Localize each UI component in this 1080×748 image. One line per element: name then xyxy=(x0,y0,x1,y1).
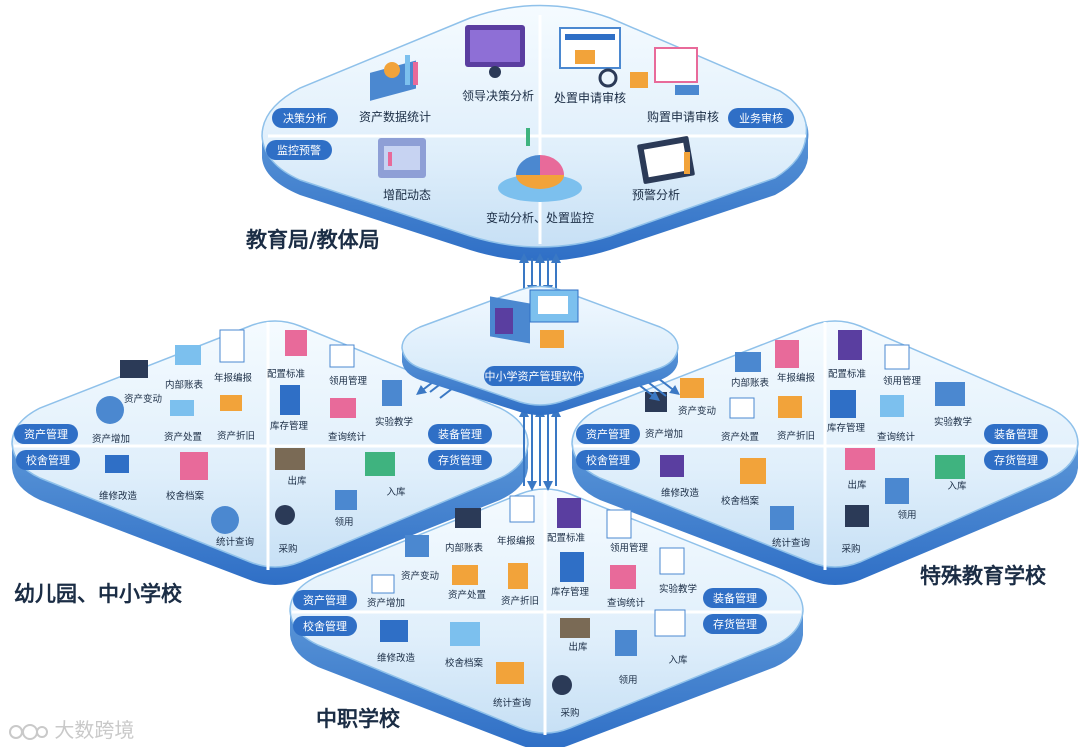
right-lab-teaching: 实验教学 xyxy=(934,416,972,428)
left-stock-mgmt: 库存管理 xyxy=(270,420,309,432)
bottom-dorm-archive: 校舍档案 xyxy=(445,657,484,669)
left-region-title: 幼儿园、中小学校 xyxy=(14,582,182,606)
bottom-config-standard: 配置标准 xyxy=(547,532,586,544)
right-repair: 维修改造 xyxy=(661,487,700,499)
hub-label: 中小学资产管理软件 xyxy=(485,369,584,383)
hub-platform xyxy=(401,285,679,415)
right-tag-dorm: 校舍管理 xyxy=(586,453,630,467)
bottom-inbound: 入库 xyxy=(668,654,688,666)
left-config-standard: 配置标准 xyxy=(267,368,306,380)
right-tag-asset: 资产管理 xyxy=(586,427,630,441)
right-config-standard: 配置标准 xyxy=(828,368,867,380)
bottom-repair: 维修改造 xyxy=(377,652,416,664)
warning-analysis-illustration xyxy=(637,136,695,184)
bottom-query-stats: 查询统计 xyxy=(607,597,646,609)
tag-monitor-warning: 监控预警 xyxy=(277,143,321,157)
left-asset-change: 资产变动 xyxy=(124,393,162,405)
bottom-tag-equip: 装备管理 xyxy=(713,591,757,605)
label-leader-decision: 领导决策分析 xyxy=(462,89,534,103)
bottom-tag-inventory: 存货管理 xyxy=(713,617,757,631)
asset-stats-illustration xyxy=(370,55,418,101)
right-outbound: 出库 xyxy=(847,479,867,491)
leader-decision-illustration xyxy=(465,25,525,78)
bottom-outbound: 出库 xyxy=(568,641,588,653)
bottom-tag-asset: 资产管理 xyxy=(303,593,347,607)
label-config-dynamic: 增配动态 xyxy=(383,188,431,202)
right-asset-add: 资产增加 xyxy=(645,428,683,440)
left-outbound: 出库 xyxy=(287,475,307,487)
right-receive-mgmt: 领用管理 xyxy=(883,375,922,387)
left-tag-inventory: 存货管理 xyxy=(438,453,482,467)
tag-business-audit: 业务审核 xyxy=(739,111,783,125)
bottom-asset-depreciation: 资产折旧 xyxy=(501,595,539,607)
left-receive: 领用 xyxy=(334,516,353,528)
bottom-stock-mgmt: 库存管理 xyxy=(551,586,590,598)
left-lab-teaching: 实验教学 xyxy=(375,416,413,428)
bottom-receive: 领用 xyxy=(618,674,637,686)
bottom-asset-change: 资产变动 xyxy=(401,570,439,582)
right-annual-report: 年报编报 xyxy=(777,372,816,384)
right-asset-change: 资产变动 xyxy=(678,405,716,417)
left-tag-dorm: 校舍管理 xyxy=(26,453,70,467)
right-receive: 领用 xyxy=(897,509,916,521)
disposal-audit-illustration xyxy=(559,27,621,88)
left-annual-report: 年报编报 xyxy=(214,372,253,384)
right-internal-ledger: 内部账表 xyxy=(731,377,770,389)
label-warning-analysis: 预警分析 xyxy=(632,187,680,202)
left-tag-asset: 资产管理 xyxy=(24,427,68,441)
bottom-stats-query: 统计查询 xyxy=(493,697,531,709)
right-dorm-archive: 校舍档案 xyxy=(721,495,760,507)
watermark: 大数跨境 xyxy=(8,714,134,743)
left-illustrations xyxy=(96,329,402,534)
left-asset-add: 资产增加 xyxy=(92,433,130,445)
config-dynamic-illustration xyxy=(378,138,426,178)
arrows-bureau-hub xyxy=(519,253,561,295)
tag-decision-analysis: 决策分析 xyxy=(283,111,327,125)
left-tag-equip: 装备管理 xyxy=(438,427,482,441)
bottom-purchase: 采购 xyxy=(560,707,579,719)
bottom-receive-mgmt: 领用管理 xyxy=(610,542,649,554)
watermark-text: 大数跨境 xyxy=(54,718,135,742)
watermark-logo-icon xyxy=(8,721,48,743)
right-asset-depreciation: 资产折旧 xyxy=(777,430,815,442)
right-purchase: 采购 xyxy=(841,543,860,555)
right-region-title: 特殊教育学校 xyxy=(920,564,1046,588)
bottom-illustrations xyxy=(371,495,686,695)
left-stats-query: 统计查询 xyxy=(216,536,254,548)
bottom-asset-disposal: 资产处置 xyxy=(448,589,486,601)
left-dorm-archive: 校舍档案 xyxy=(166,490,205,502)
right-tag-inventory: 存货管理 xyxy=(994,453,1038,467)
left-purchase: 采购 xyxy=(278,543,297,555)
label-disposal-audit: 处置申请审核 xyxy=(554,90,626,105)
label-change-monitor: 变动分析、处置监控 xyxy=(486,210,594,225)
bottom-annual-report: 年报编报 xyxy=(497,535,536,547)
right-stats-query: 统计查询 xyxy=(772,537,810,549)
label-purchase-audit: 购置申请审核 xyxy=(647,109,719,124)
change-monitor-illustration xyxy=(498,128,582,202)
label-asset-stats: 资产数据统计 xyxy=(359,109,431,124)
left-asset-depreciation: 资产折旧 xyxy=(217,430,255,442)
left-repair: 维修改造 xyxy=(99,490,138,502)
bottom-lab-teaching: 实验教学 xyxy=(659,583,697,595)
left-query-stats: 查询统计 xyxy=(328,431,367,443)
right-tag-equip: 装备管理 xyxy=(994,427,1038,441)
right-stock-mgmt: 库存管理 xyxy=(827,422,866,434)
right-query-stats: 查询统计 xyxy=(877,431,916,443)
left-asset-disposal: 资产处置 xyxy=(164,431,202,443)
left-inbound: 入库 xyxy=(386,486,406,498)
bureau-title: 教育局/教体局 xyxy=(246,228,380,252)
right-asset-disposal: 资产处置 xyxy=(721,431,759,443)
left-internal-ledger: 内部账表 xyxy=(165,379,204,391)
bottom-internal-ledger: 内部账表 xyxy=(445,542,484,554)
right-illustrations xyxy=(645,330,965,530)
purchase-audit-illustration xyxy=(630,47,699,95)
left-receive-mgmt: 领用管理 xyxy=(329,375,368,387)
right-inbound: 入库 xyxy=(947,480,967,492)
bottom-asset-add: 资产增加 xyxy=(367,597,405,609)
bottom-region-title: 中职学校 xyxy=(316,707,400,731)
bottom-tag-dorm: 校舍管理 xyxy=(303,619,347,633)
